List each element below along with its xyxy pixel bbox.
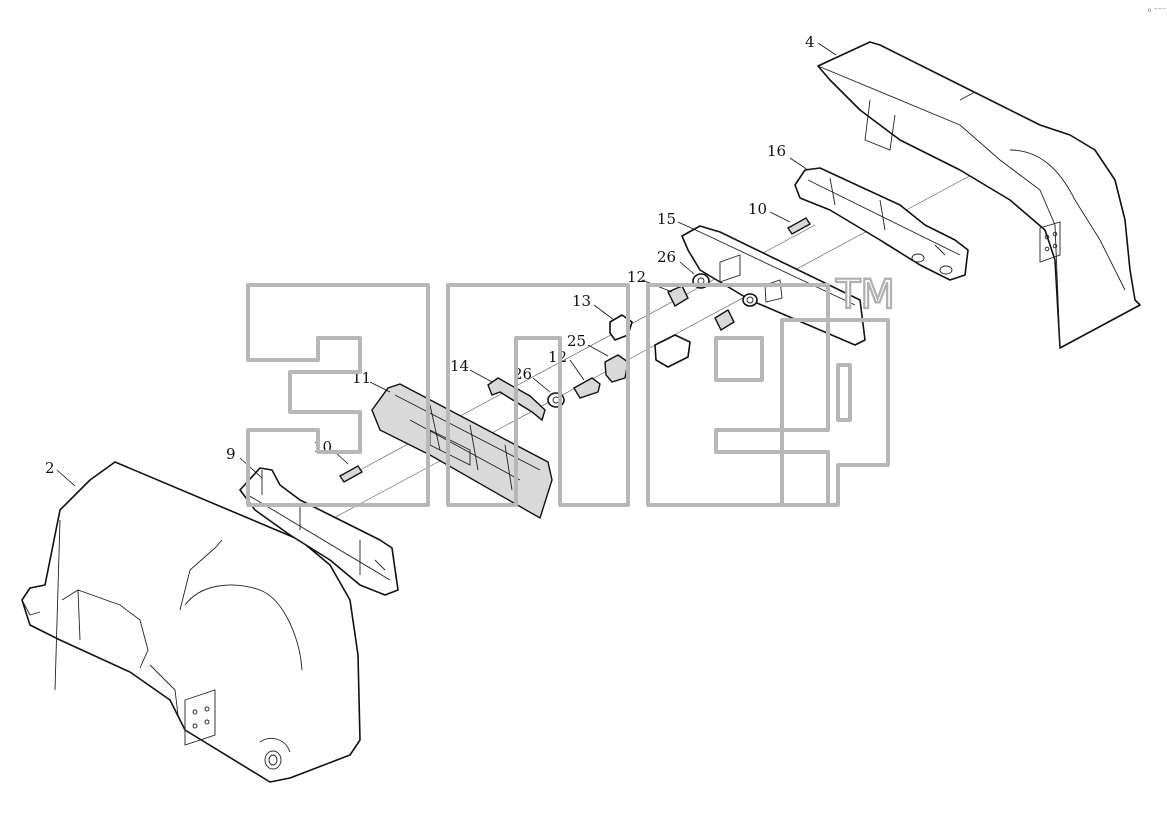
part-10-screws[interactable]: [338, 217, 812, 483]
callout-12-upper: 12: [627, 268, 646, 286]
callout-16: 16: [767, 142, 786, 160]
watermark-trademark: TM: [835, 272, 895, 318]
part-16-right-bracket[interactable]: [794, 167, 969, 281]
callout-2: 2: [45, 459, 55, 477]
part-4-right-housing[interactable]: [817, 41, 1141, 349]
callout-26-upper: 26: [657, 248, 676, 266]
part-9-left-bracket[interactable]: [239, 467, 399, 596]
callout-25: 25: [567, 332, 586, 350]
part-25-clip[interactable]: [604, 354, 629, 383]
part-2-left-housing[interactable]: [21, 461, 361, 783]
callout-10-right: 10: [748, 200, 767, 218]
callout-13: 13: [572, 292, 591, 310]
watermark-logo: TM: [246, 271, 896, 507]
callout-4: 4: [805, 33, 815, 51]
callout-12-lower: 12: [548, 348, 567, 366]
part-12-bolts[interactable]: [573, 285, 735, 399]
callout-9: 9: [226, 445, 236, 463]
callout-14: 14: [450, 357, 469, 375]
corner-mark: ₀ ⁻⁻⁻: [1148, 5, 1166, 14]
callout-labels: 2 4 9 10 10 11 12 12 13 14 15 16 25 26 2…: [45, 33, 815, 477]
callout-15: 15: [657, 210, 676, 228]
